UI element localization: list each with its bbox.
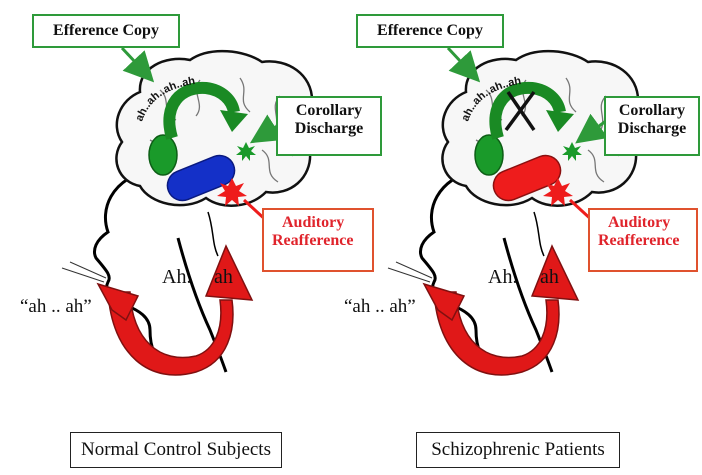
- efference-copy-label: Efference Copy: [356, 14, 504, 48]
- caption-normal-control: Normal Control Subjects: [70, 432, 282, 468]
- efference-copy-text: Efference Copy: [377, 22, 483, 39]
- auditory-reafference-label: Auditory Reafference: [262, 208, 374, 272]
- discharge-text: Discharge: [610, 120, 694, 138]
- arrow-ah-text: ah: [540, 266, 559, 289]
- corollary-text: Corollary: [284, 102, 374, 120]
- auditory-text: Auditory: [270, 214, 366, 232]
- arrow-ah-text: ah: [214, 266, 233, 289]
- outer-speech-text: “ah .. ah”: [344, 296, 416, 318]
- efference-copy-label: Efference Copy: [32, 14, 180, 48]
- corollary-discharge-label: Corollary Discharge: [604, 96, 700, 156]
- corollary-discharge-label: Corollary Discharge: [276, 96, 382, 156]
- auditory-reafference-label: Auditory Reafference: [588, 208, 698, 272]
- corollary-text: Corollary: [610, 102, 694, 120]
- motor-cortex-oval: [475, 135, 503, 175]
- reafference-text: Reafference: [594, 232, 692, 250]
- head-ah-text: Ah.: [162, 266, 191, 289]
- head-ah-text: Ah.: [488, 266, 517, 289]
- motor-cortex-oval: [149, 135, 177, 175]
- outer-speech-text: “ah .. ah”: [20, 296, 92, 318]
- auditory-text: Auditory: [594, 214, 692, 232]
- efference-copy-text: Efference Copy: [53, 22, 159, 39]
- discharge-text: Discharge: [284, 120, 374, 138]
- caption-schizophrenic: Schizophrenic Patients: [416, 432, 620, 468]
- efference-pointer: [122, 48, 150, 78]
- reafference-text: Reafference: [270, 232, 366, 250]
